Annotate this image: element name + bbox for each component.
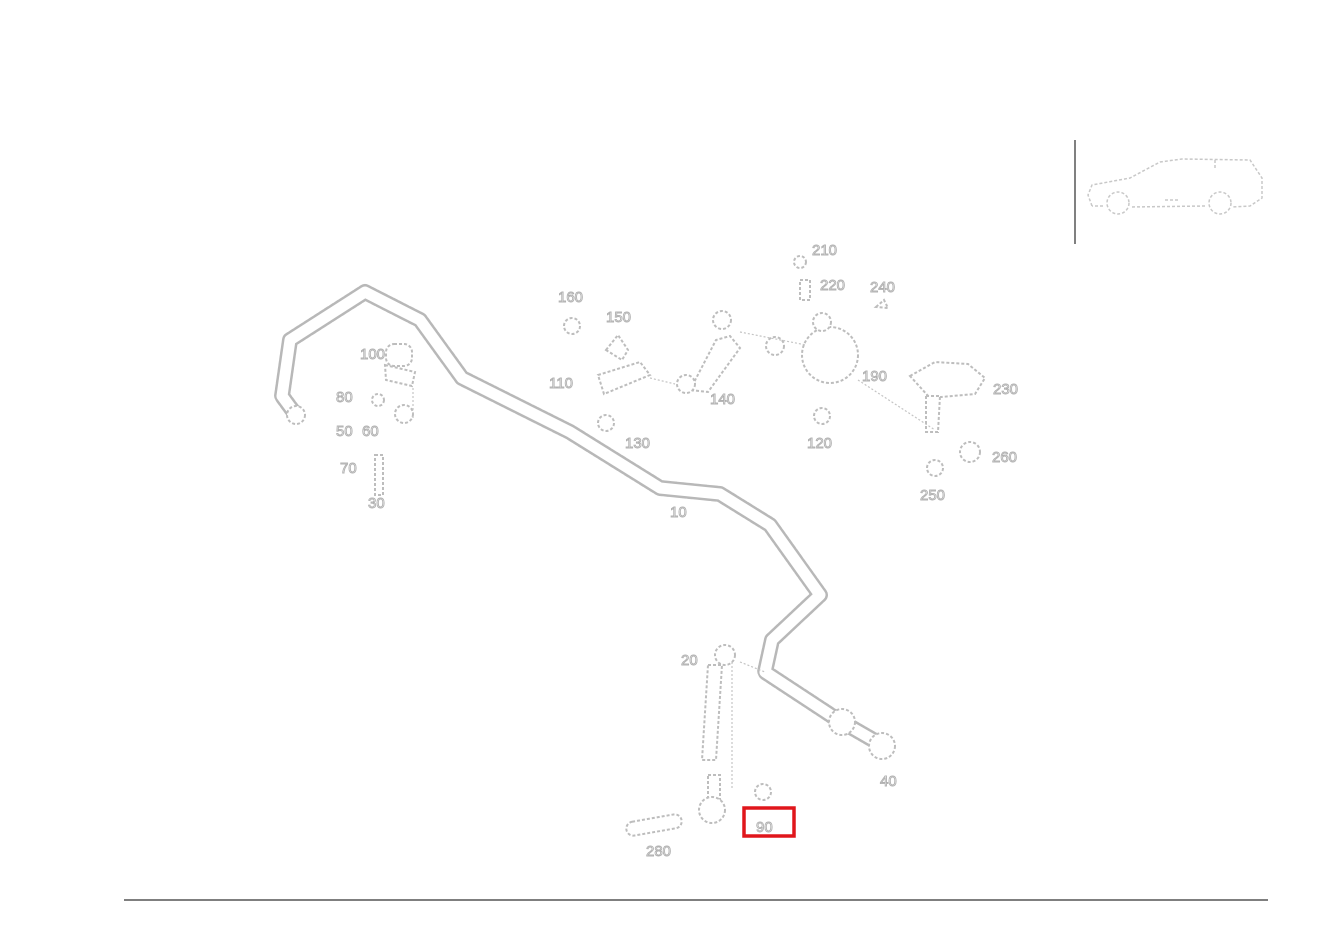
callout-90[interactable]: 90 [756, 819, 774, 837]
callout-150[interactable]: 150 [606, 309, 632, 327]
callout-110[interactable]: 110 [549, 375, 574, 393]
vehicle-thumbnail [1074, 140, 1263, 244]
callout-190[interactable]: 190 [862, 368, 888, 386]
callout-80[interactable]: 80 [336, 389, 354, 407]
callout-60[interactable]: 60 [362, 423, 380, 441]
callout-140[interactable]: 140 [710, 391, 736, 409]
front-wheel-icon [1106, 191, 1130, 215]
right-mount-parts [739, 255, 987, 477]
center-link-parts [563, 310, 742, 432]
callout-280[interactable]: 280 [646, 843, 672, 861]
callout-260[interactable]: 260 [992, 449, 1018, 467]
callout-120[interactable]: 120 [807, 435, 833, 453]
callout-230[interactable]: 230 [993, 381, 1019, 399]
car-silhouette-icon [1087, 158, 1263, 208]
callout-30[interactable]: 30 [368, 495, 386, 513]
callout-160[interactable]: 160 [558, 289, 584, 307]
callout-240[interactable]: 240 [870, 279, 896, 297]
left-mount-parts [286, 343, 417, 496]
selected-callout-highlight [742, 806, 796, 838]
lower-link-parts [625, 644, 896, 837]
rear-wheel-icon [1208, 191, 1232, 215]
callout-100[interactable]: 100 [360, 346, 386, 364]
callout-220[interactable]: 220 [820, 277, 846, 295]
callout-50[interactable]: 50 [336, 423, 354, 441]
callout-130[interactable]: 130 [625, 435, 651, 453]
callout-labels: 100 80 50 60 70 30 160 150 110 130 140 1… [336, 242, 1019, 861]
stabilizer-bar [274, 284, 890, 753]
callout-20[interactable]: 20 [681, 652, 699, 670]
callout-250[interactable]: 250 [920, 487, 946, 505]
callout-10[interactable]: 10 [670, 504, 688, 522]
callout-70[interactable]: 70 [340, 460, 358, 478]
callout-210[interactable]: 210 [812, 242, 838, 260]
callout-40[interactable]: 40 [880, 773, 898, 791]
